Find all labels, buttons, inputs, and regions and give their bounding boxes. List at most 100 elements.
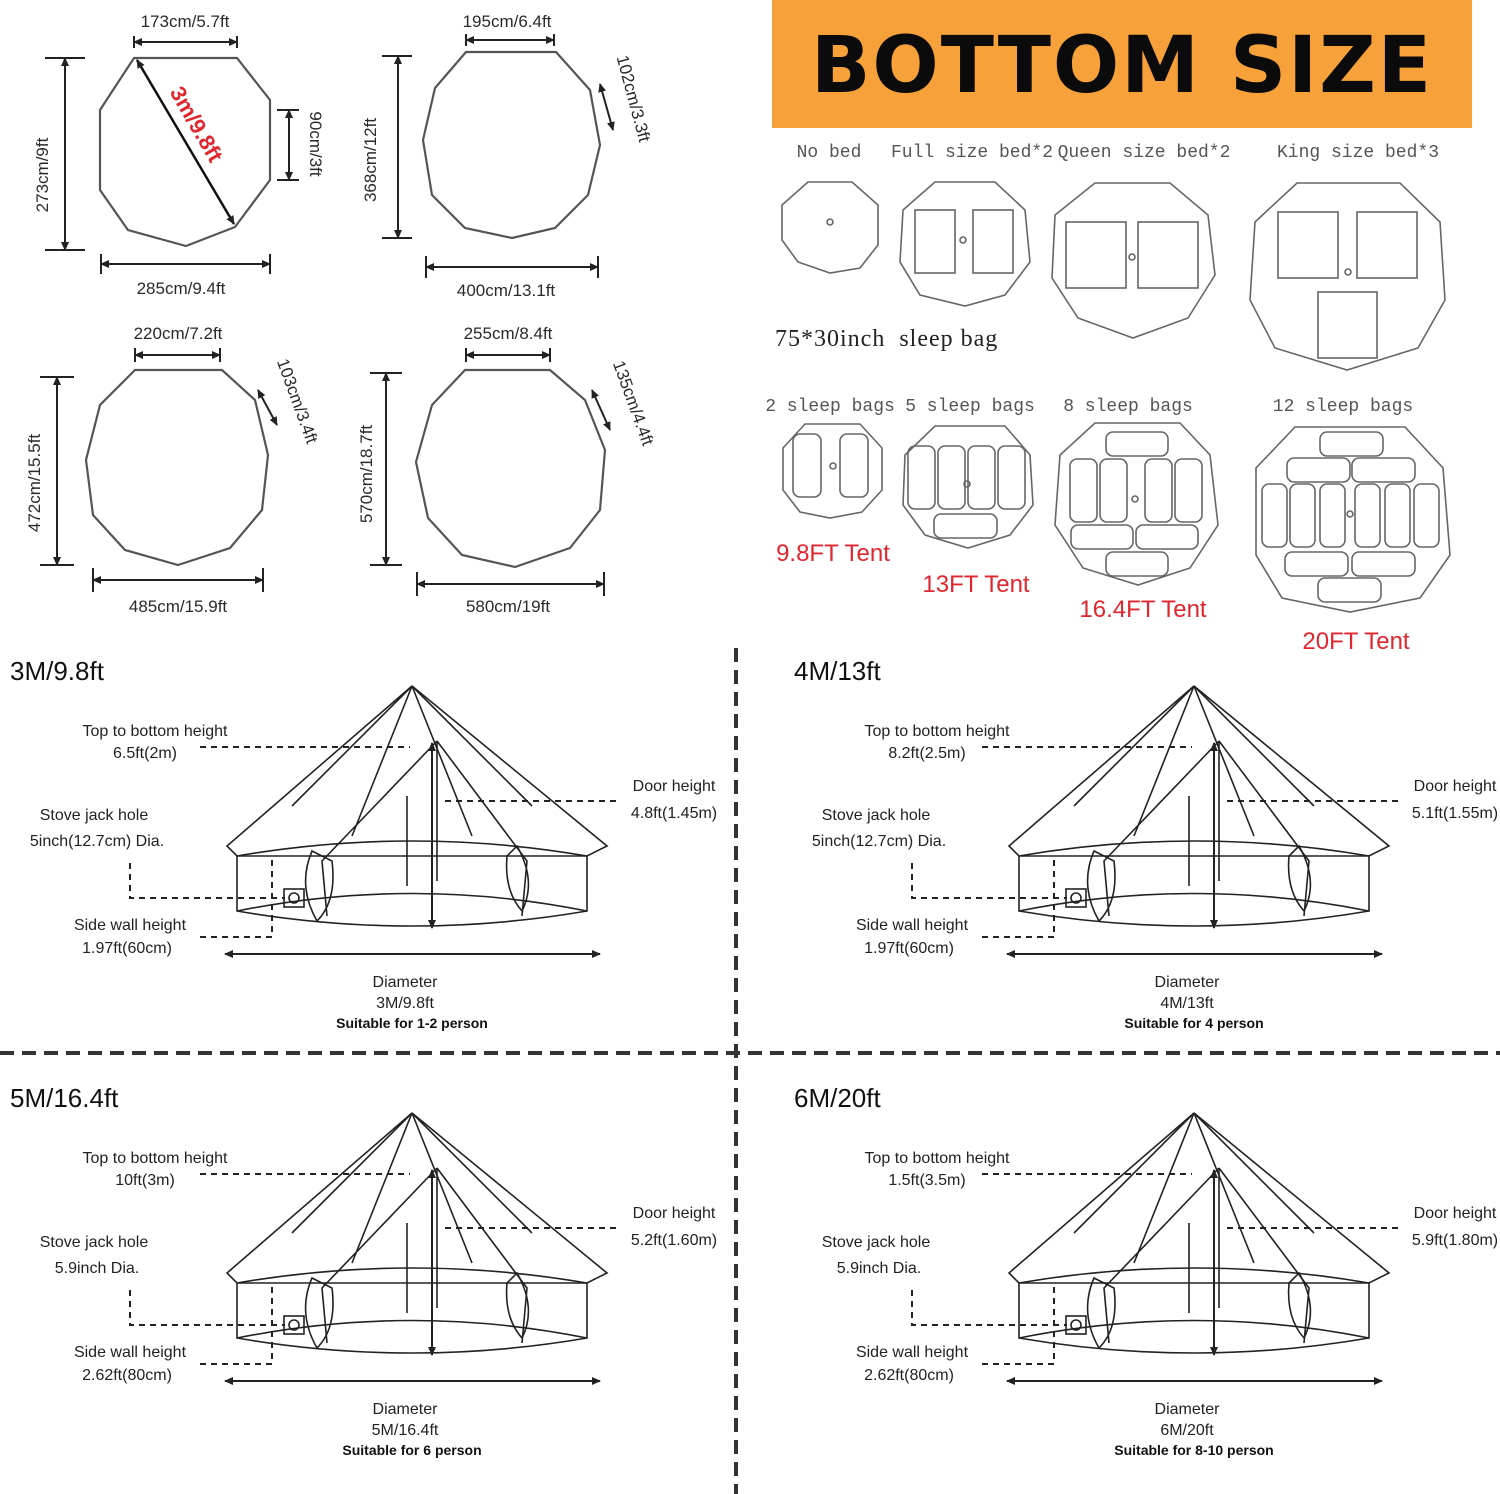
- side-wall-label: Side wall height: [856, 1344, 969, 1361]
- side-wall-line: [982, 1285, 1055, 1365]
- bed-layouts: No bed Full size bed*2 Queen size bed*2 …: [765, 143, 1451, 655]
- tent-size-heading: 6M/20ft: [794, 1083, 881, 1113]
- side-wall-line: [200, 1285, 273, 1365]
- floor-plan-5m: 220cm/7.2ft 103cm/3.4ft 472cm/15.5ft 485…: [25, 324, 321, 616]
- tent-label-16-4ft: 16.4FT Tent: [1079, 596, 1207, 623]
- side-wall-value: 1.97ft(60cm): [82, 940, 172, 957]
- plan-1-width: 285cm/9.4ft: [137, 279, 226, 298]
- tent-drawing: [226, 685, 608, 927]
- door-height-label: Door height: [633, 778, 716, 795]
- sleep-bag-size: 75*30inch sleep bag: [775, 326, 998, 352]
- bed-label-full: Full size bed*2: [891, 143, 1053, 163]
- sleep-label-8: 8 sleep bags: [1063, 397, 1193, 417]
- diameter-value: 5M/16.4ft: [372, 1422, 439, 1439]
- stove-jack-value: 5.9inch Dia.: [837, 1260, 922, 1277]
- plan-3-top: 220cm/7.2ft: [134, 324, 223, 343]
- door-height-value: 5.9ft(1.80m): [1412, 1232, 1498, 1249]
- stove-jack-label: Stove jack hole: [822, 1234, 931, 1251]
- stove-jack-line: [911, 1290, 1067, 1326]
- tent-drawing: [1008, 1112, 1390, 1354]
- stove-jack-label: Stove jack hole: [822, 807, 931, 824]
- tent-drawing: [226, 1112, 608, 1354]
- plan-1-height: 273cm/9ft: [33, 137, 52, 212]
- side-wall-label: Side wall height: [856, 917, 969, 934]
- floor-plan-6m: 255cm/8.4ft 135cm/4.4ft 570cm/18.7ft 580…: [357, 324, 657, 616]
- page-title: BOTTOM SIZE: [811, 21, 1433, 111]
- side-wall-value: 2.62ft(80cm): [82, 1367, 172, 1384]
- tent-size-heading: 5M/16.4ft: [10, 1083, 119, 1113]
- door-height-label: Door height: [633, 1205, 716, 1222]
- diameter-label: Diameter: [1155, 974, 1221, 991]
- stove-jack-value: 5inch(12.7cm) Dia.: [812, 833, 946, 850]
- sleep-label-12: 12 sleep bags: [1273, 397, 1413, 417]
- tent-size-heading: 4M/13ft: [794, 656, 881, 686]
- sleep-label-2: 2 sleep bags: [765, 397, 895, 417]
- diameter-value: 6M/20ft: [1160, 1422, 1214, 1439]
- plan-1-top: 173cm/5.7ft: [141, 12, 230, 31]
- plan-4-width: 580cm/19ft: [466, 597, 550, 616]
- diameter-label: Diameter: [373, 974, 439, 991]
- bed-label-king: King size bed*3: [1277, 143, 1439, 163]
- floor-plan-3m: 173cm/5.7ft 90cm/3ft 273cm/9ft 285cm/9.4…: [33, 12, 325, 298]
- plan-4-height: 570cm/18.7ft: [357, 425, 376, 524]
- top-height-value: 1.5ft(3.5m): [888, 1172, 965, 1189]
- tent-label-13ft: 13FT Tent: [922, 571, 1030, 598]
- tent-drawing: [1008, 685, 1390, 927]
- diameter-value: 4M/13ft: [1160, 995, 1214, 1012]
- plan-4-side: 135cm/4.4ft: [609, 358, 657, 448]
- stove-jack-value: 5.9inch Dia.: [55, 1260, 140, 1277]
- top-height-label: Top to bottom height: [83, 723, 229, 740]
- suitable-for: Suitable for 1-2 person: [336, 1015, 488, 1031]
- door-height-value: 4.8ft(1.45m): [631, 805, 717, 822]
- plan-3-side: 103cm/3.4ft: [273, 356, 321, 446]
- suitable-for: Suitable for 4 person: [1124, 1015, 1263, 1031]
- door-height-label: Door height: [1414, 778, 1497, 795]
- diameter-label: Diameter: [373, 1401, 439, 1418]
- top-height-label: Top to bottom height: [865, 1150, 1011, 1167]
- plan-4-top: 255cm/8.4ft: [464, 324, 553, 343]
- side-wall-value: 2.62ft(80cm): [864, 1367, 954, 1384]
- plan-3-height: 472cm/15.5ft: [25, 434, 44, 533]
- title-background: [772, 0, 1472, 128]
- top-height-value: 6.5ft(2m): [113, 745, 177, 762]
- sleep-label-5: 5 sleep bags: [905, 397, 1035, 417]
- suitable-for: Suitable for 6 person: [342, 1442, 481, 1458]
- top-height-value: 8.2ft(2.5m): [888, 745, 965, 762]
- stove-jack-label: Stove jack hole: [40, 1234, 149, 1251]
- floor-plan-4m: 195cm/6.4ft 102cm/3.3ft 368cm/12ft 400cm…: [361, 12, 654, 300]
- diameter-value: 3M/9.8ft: [376, 995, 434, 1012]
- door-height-value: 5.1ft(1.55m): [1412, 805, 1498, 822]
- top-height-label: Top to bottom height: [865, 723, 1011, 740]
- bed-label-no-bed: No bed: [797, 143, 862, 163]
- suitable-for: Suitable for 8-10 person: [1114, 1442, 1273, 1458]
- bed-label-queen: Queen size bed*2: [1058, 143, 1231, 163]
- plan-1-side: 90cm/3ft: [306, 111, 325, 176]
- top-height-label: Top to bottom height: [83, 1150, 229, 1167]
- door-height-value: 5.2ft(1.60m): [631, 1232, 717, 1249]
- plan-2-width: 400cm/13.1ft: [457, 281, 556, 300]
- side-wall-line: [200, 858, 273, 938]
- side-wall-label: Side wall height: [74, 917, 187, 934]
- plan-3-width: 485cm/15.9ft: [129, 597, 228, 616]
- side-wall-value: 1.97ft(60cm): [864, 940, 954, 957]
- plan-2-top: 195cm/6.4ft: [463, 12, 552, 31]
- plan-2-side: 102cm/3.3ft: [613, 53, 654, 144]
- stove-jack-label: Stove jack hole: [40, 807, 149, 824]
- tent-size-heading: 3M/9.8ft: [10, 656, 105, 686]
- side-wall-label: Side wall height: [74, 1344, 187, 1361]
- stove-jack-line: [911, 863, 1067, 899]
- stove-jack-line: [129, 1290, 285, 1326]
- stove-jack-line: [129, 863, 285, 899]
- door-height-label: Door height: [1414, 1205, 1497, 1222]
- stove-jack-value: 5inch(12.7cm) Dia.: [30, 833, 164, 850]
- tent-label-20ft: 20FT Tent: [1302, 628, 1410, 655]
- plan-2-height: 368cm/12ft: [361, 118, 380, 202]
- top-height-value: 10ft(3m): [115, 1172, 175, 1189]
- side-wall-line: [982, 858, 1055, 938]
